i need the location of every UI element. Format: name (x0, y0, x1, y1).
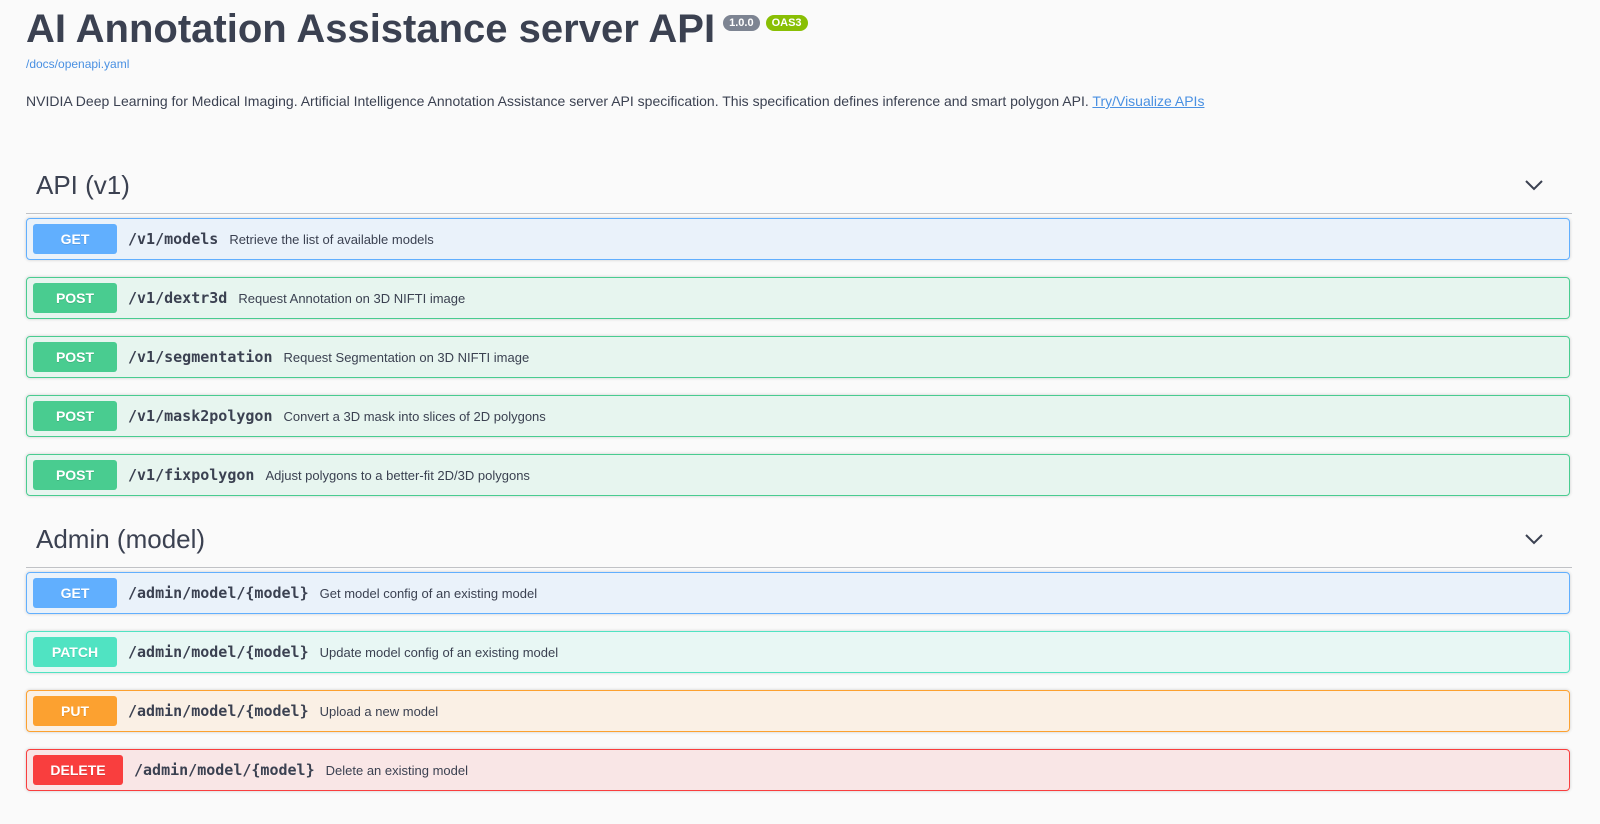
method-badge: GET (33, 578, 117, 608)
method-badge: POST (33, 401, 117, 431)
section-header-admin-model[interactable]: Admin (model) (26, 511, 1572, 568)
operation-summary: Adjust polygons to a better-fit 2D/3D po… (265, 467, 530, 483)
operation-summary: Request Segmentation on 3D NIFTI image (283, 349, 530, 365)
operation-summary: Delete an existing model (325, 762, 468, 778)
method-badge: GET (33, 224, 117, 254)
operation-summary: Get model config of an existing model (319, 585, 538, 601)
section-header-api-v1[interactable]: API (v1) (26, 157, 1572, 214)
method-badge: POST (33, 342, 117, 372)
operation-path: /v1/mask2polygon (128, 407, 273, 425)
operation-summary: Request Annotation on 3D NIFTI image (238, 290, 466, 306)
section-title: Admin (model) (36, 523, 206, 554)
spec-link[interactable]: /docs/openapi.yaml (26, 57, 130, 71)
operation-get-models[interactable]: GET /v1/models Retrieve the list of avai… (26, 218, 1570, 260)
chevron-down-icon[interactable] (1524, 175, 1544, 195)
section-title: API (v1) (36, 169, 130, 200)
method-badge: POST (33, 460, 117, 490)
operation-path: /v1/models (128, 230, 219, 248)
operation-path: /admin/model/{model} (128, 643, 309, 661)
description-text: NVIDIA Deep Learning for Medical Imaging… (26, 93, 1089, 109)
operation-patch-admin-model[interactable]: PATCH /admin/model/{model} Update model … (26, 631, 1570, 673)
oas-badge: OAS3 (765, 15, 808, 31)
api-description: NVIDIA Deep Learning for Medical Imaging… (26, 91, 1572, 111)
operation-post-dextr3d[interactable]: POST /v1/dextr3d Request Annotation on 3… (26, 277, 1570, 319)
operation-post-mask2polygon[interactable]: POST /v1/mask2polygon Convert a 3D mask … (26, 395, 1570, 437)
operation-path: /admin/model/{model} (128, 702, 309, 720)
operation-summary: Convert a 3D mask into slices of 2D poly… (283, 408, 546, 424)
operation-path: /v1/segmentation (128, 348, 273, 366)
operation-put-admin-model[interactable]: PUT /admin/model/{model} Upload a new mo… (26, 690, 1570, 732)
operation-path: /admin/model/{model} (128, 584, 309, 602)
method-badge: DELETE (33, 755, 123, 785)
method-badge: PATCH (33, 637, 117, 667)
operation-summary: Upload a new model (319, 703, 439, 719)
operation-post-fixpolygon[interactable]: POST /v1/fixpolygon Adjust polygons to a… (26, 454, 1570, 496)
api-title-row: AI Annotation Assistance server API 1.0.… (26, 4, 1572, 54)
operation-get-admin-model[interactable]: GET /admin/model/{model} Get model confi… (26, 572, 1570, 614)
operation-summary: Retrieve the list of available models (229, 231, 434, 247)
operation-summary: Update model config of an existing model (319, 644, 559, 660)
operation-post-segmentation[interactable]: POST /v1/segmentation Request Segmentati… (26, 336, 1570, 378)
version-badge: 1.0.0 (723, 15, 760, 31)
operation-delete-admin-model[interactable]: DELETE /admin/model/{model} Delete an ex… (26, 749, 1570, 791)
operation-path: /v1/fixpolygon (128, 466, 255, 484)
method-badge: POST (33, 283, 117, 313)
try-visualize-link[interactable]: Try/Visualize APIs (1092, 93, 1205, 109)
operation-path: /admin/model/{model} (134, 761, 315, 779)
api-title: AI Annotation Assistance server API (26, 7, 716, 51)
operation-path: /v1/dextr3d (128, 289, 228, 307)
chevron-down-icon[interactable] (1524, 529, 1544, 549)
method-badge: PUT (33, 696, 117, 726)
